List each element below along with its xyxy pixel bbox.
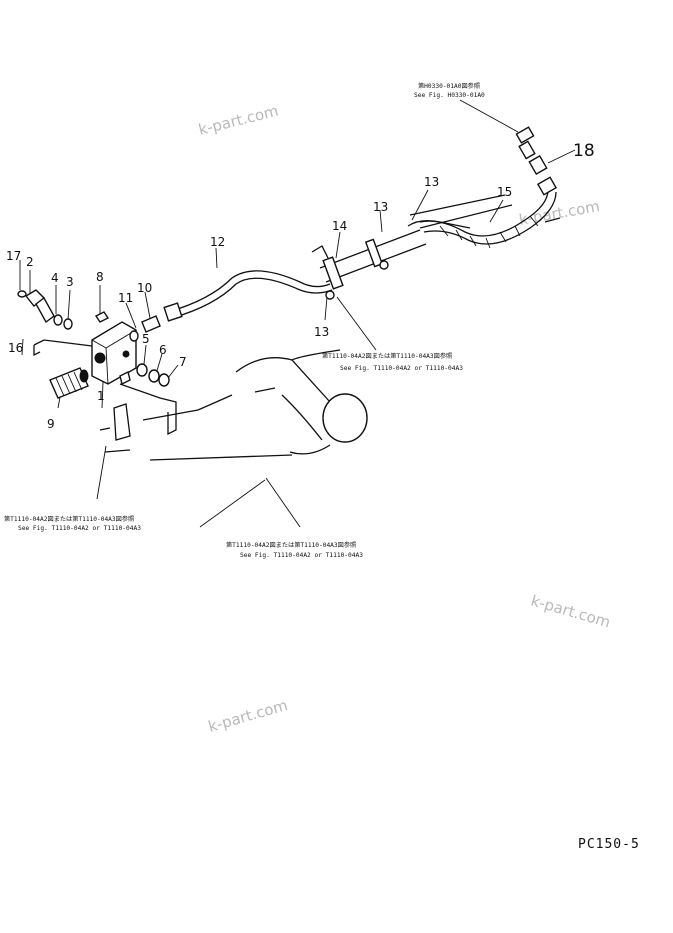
callout-2: 2 (26, 255, 34, 269)
callout-3: 3 (66, 275, 74, 289)
valve-block-1 (91, 321, 137, 385)
callout-16: 16 (8, 341, 23, 355)
callout-13: 13 (424, 175, 439, 189)
hose-15 (419, 176, 558, 249)
callout-12: 12 (210, 235, 225, 249)
callout-13: 13 (314, 325, 329, 339)
reference-notes: 第H0330-01A0図参照 See Fig. H0330-01A0 第T111… (4, 82, 485, 559)
callout-5: 5 (142, 332, 150, 346)
callout-1: 1 (97, 389, 105, 403)
reference-mid-en: See Fig. T1110-04A2 or T1110-04A3 (340, 365, 463, 372)
callout-13: 13 (373, 200, 388, 214)
callout-11: 11 (118, 291, 133, 305)
reference-top-jp: 第H0330-01A0図参照 (418, 82, 480, 90)
reference-left-jp: 第T1110-04A2図または第T1110-04A3図参照 (4, 515, 134, 523)
bracket-16 (33, 339, 177, 441)
fitting-18 (515, 126, 548, 176)
reference-bottom-en: See Fig. T1110-04A2 or T1110-04A3 (240, 552, 363, 559)
connector-9 (49, 367, 89, 399)
reference-bottom-jp: 第T1110-04A2図または第T1110-04A3図参照 (226, 541, 356, 549)
callout-8: 8 (96, 270, 104, 284)
callout-9: 9 (47, 417, 55, 431)
callout-14: 14 (332, 219, 347, 233)
leader-lines (19, 99, 576, 528)
watermark: k-part.com (529, 592, 612, 632)
reference-top-en: See Fig. H0330-01A0 (414, 92, 485, 99)
boom-structure (99, 194, 561, 461)
callout-18: 18 (573, 141, 595, 161)
watermark: k-part.com (197, 102, 281, 139)
hose-12 (163, 270, 333, 322)
callout-15: 15 (497, 185, 512, 199)
callout-17: 17 (6, 249, 21, 263)
tube-assembly-13 (311, 220, 471, 300)
callout-labels: 1 2 3 4 5 6 7 8 9 10 11 12 13 13 13 14 1… (6, 141, 595, 431)
watermark: k-part.com (206, 696, 289, 736)
callout-6: 6 (159, 343, 167, 357)
model-code: PC150-5 (578, 837, 640, 852)
callout-7: 7 (179, 355, 187, 369)
watermark: k-part.com (518, 197, 602, 229)
reference-left-en: See Fig. T1110-04A2 or T1110-04A3 (18, 525, 141, 532)
small-parts (17, 289, 170, 387)
callout-10: 10 (137, 281, 152, 295)
reference-mid-jp: 第T1110-04A2図または第T1110-04A3図参照 (322, 352, 452, 360)
callout-4: 4 (51, 271, 59, 285)
